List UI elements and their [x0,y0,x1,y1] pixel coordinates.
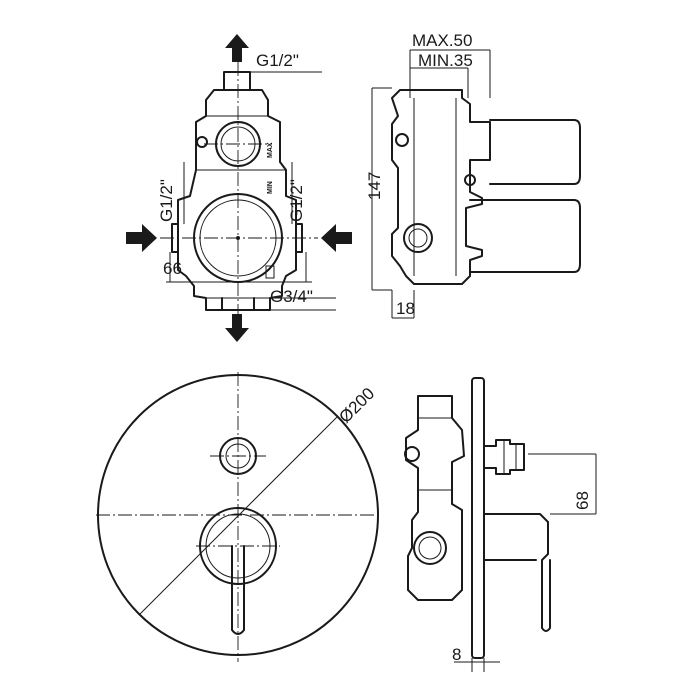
depth-18-label: 18 [396,299,415,318]
assembly-plate [471,377,485,659]
body-side-view: MAX.50 MIN.35 147 18 [365,31,581,319]
max-depth-label: MAX.50 [412,31,472,50]
body-front-view: G1/2" G1/2" G1/2" MIN MAX 66 G3/4" [126,34,352,342]
arrow-right-icon [126,224,157,252]
bottom-outlet [221,297,255,311]
assembly-port [413,531,447,565]
height-147-label: 147 [365,172,384,200]
inlet-left-label: G1/2" [157,179,176,222]
handle-lever [231,545,245,635]
min-mark: MIN [267,181,274,194]
cartridge-upper [489,119,581,185]
diverter-stem [483,439,525,475]
body-outline [177,89,297,311]
arrow-up-icon [225,34,249,62]
outlet-bottom-label: G3/4" [270,287,313,306]
side-port [403,223,433,253]
assembly-side-view: 68 8 [404,377,597,672]
assembly-body [405,395,465,601]
handle-side [483,513,551,632]
offset-68-label: 68 [573,491,592,510]
max-mark: MAX [267,142,274,158]
side-body-outline [391,89,491,285]
plate-front-view: Ø200 [96,372,380,662]
top-inlet-nipple [223,71,251,91]
inlet-right-label: G1/2" [287,179,306,222]
arrow-left-icon [321,224,352,252]
inlet-top-label: G1/2" [256,51,299,70]
cartridge-lower [469,199,581,273]
width-66-label: 66 [163,259,182,278]
arrow-down-icon [225,314,249,342]
diameter-label: Ø200 [335,384,378,427]
plate-8-label: 8 [452,645,461,664]
min-depth-label: MIN.35 [418,51,473,70]
